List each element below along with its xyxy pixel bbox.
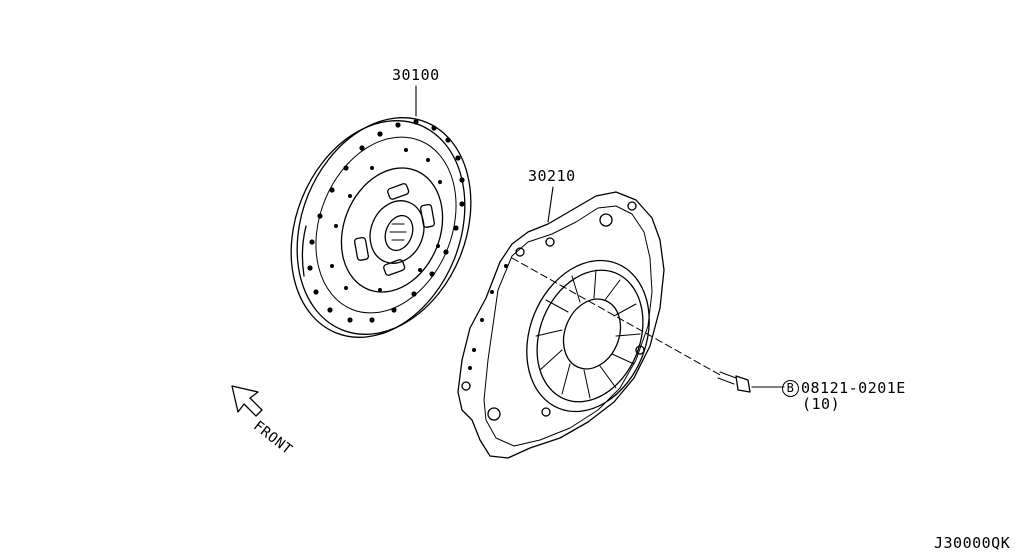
front-arrow-icon: [231, 385, 263, 417]
clutch-disc-drawing: [290, 85, 472, 338]
diagram-id: J30000QK: [934, 534, 1011, 552]
bolt-drawing: [717, 371, 785, 393]
clutch-cover-drawing: [457, 186, 723, 459]
bolt-quantity: (10): [802, 395, 841, 413]
bolt-symbol-badge: B: [782, 380, 799, 397]
part-label-clutch-disc: 30100: [392, 66, 440, 84]
bolt-code-text: 08121-0201E: [801, 379, 906, 397]
part-label-clutch-cover: 30210: [528, 167, 576, 185]
